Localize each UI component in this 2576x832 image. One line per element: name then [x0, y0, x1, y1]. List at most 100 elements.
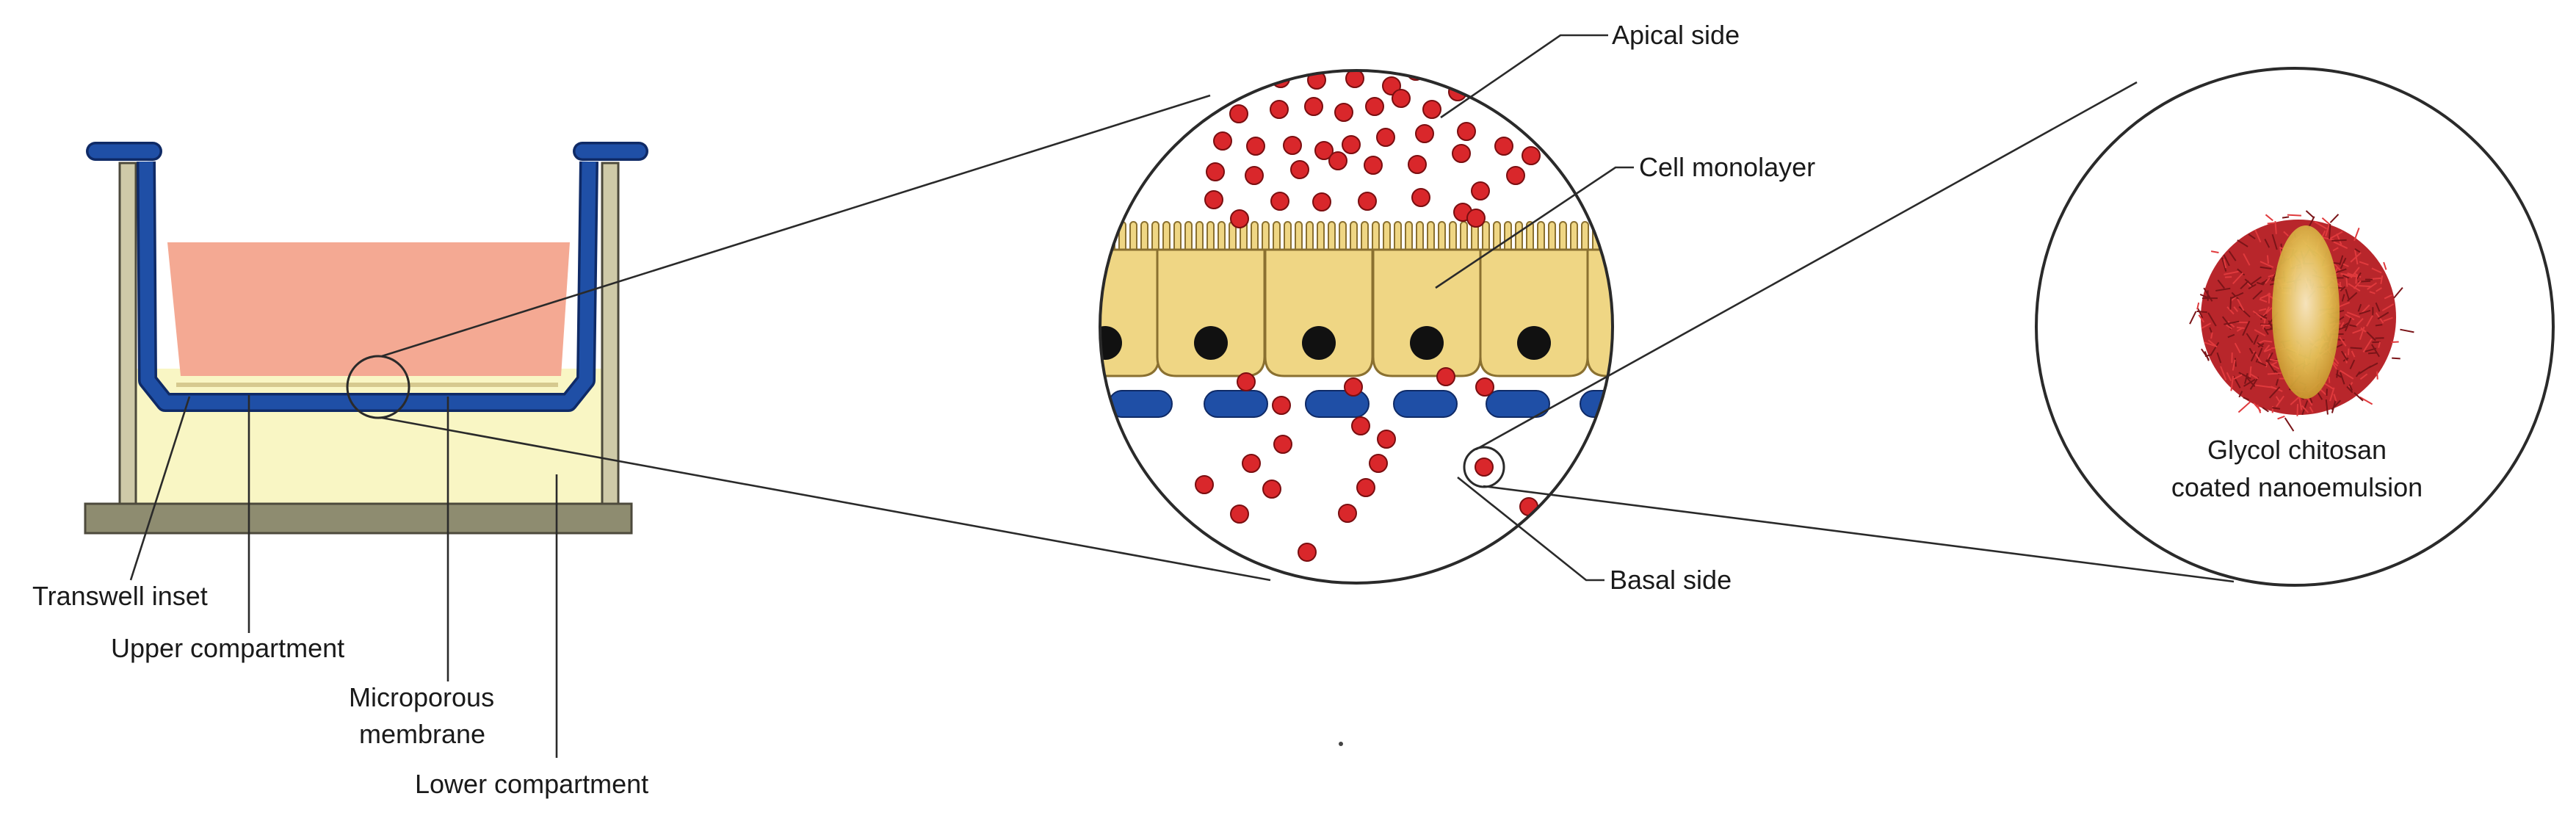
- particle: [1284, 137, 1301, 154]
- particle: [1364, 156, 1382, 174]
- shell-fiber: [2225, 277, 2232, 278]
- label-cell-monolayer: Cell monolayer: [1639, 152, 1815, 182]
- particle: [1273, 397, 1290, 414]
- particle: [1472, 182, 1489, 200]
- label-microporous-membrane-1: Microporous: [349, 682, 494, 712]
- membrane-pore: [1204, 391, 1267, 417]
- particle: [1416, 125, 1433, 142]
- membrane-pore: [1306, 391, 1369, 417]
- microvillus: [1615, 222, 1621, 258]
- particle: [1245, 167, 1263, 184]
- membrane-pore: [1109, 391, 1172, 417]
- particle: [1522, 147, 1540, 164]
- microvillus: [1604, 222, 1610, 258]
- plate-wall-left: [120, 163, 136, 505]
- particle: [1357, 479, 1375, 496]
- particle: [1346, 70, 1364, 87]
- membrane-pore: [1580, 391, 1643, 417]
- particle: [1335, 104, 1353, 121]
- shell-fiber: [2268, 223, 2274, 224]
- particle: [1520, 498, 1538, 516]
- particle: [1237, 373, 1255, 391]
- membrane-pore: [1394, 391, 1457, 417]
- shell-fiber: [2377, 372, 2378, 380]
- particle: [1242, 455, 1260, 472]
- particle: [1305, 98, 1323, 115]
- particle: [1377, 129, 1394, 146]
- shell-fiber: [2368, 352, 2377, 353]
- particle: [1270, 101, 1288, 118]
- particle: [1366, 98, 1383, 115]
- shell-fiber: [2351, 347, 2362, 348]
- particle: [1475, 458, 1493, 476]
- particle: [1352, 417, 1370, 435]
- cell-monolayer: [1052, 250, 1695, 376]
- shell-fiber: [2326, 388, 2327, 396]
- particle: [1378, 430, 1395, 448]
- label-apical-side: Apical side: [1612, 20, 1740, 50]
- particle: [1329, 152, 1347, 170]
- oil-core: [2272, 225, 2340, 399]
- particle: [1476, 378, 1494, 396]
- label-basal-side: Basal side: [1610, 565, 1732, 595]
- particle: [1408, 156, 1426, 173]
- shell-fiber: [2268, 373, 2282, 374]
- particle: [1412, 189, 1430, 206]
- plate-base: [85, 504, 632, 533]
- particle: [1495, 137, 1513, 155]
- label-microporous-membrane-2: membrane: [359, 719, 485, 749]
- stray-dot: [1339, 742, 1343, 746]
- plate-wall-right: [602, 163, 618, 505]
- label-nanoemulsion-2: coated nanoemulsion: [2171, 472, 2423, 502]
- particle: [1437, 368, 1455, 386]
- particle: [1291, 161, 1309, 178]
- cell-zoom-view: [1052, 62, 1695, 583]
- shell-fiber: [2392, 358, 2400, 359]
- particle: [1345, 378, 1362, 396]
- nucleus: [1088, 326, 1122, 360]
- particle: [1342, 136, 1360, 153]
- particle: [1423, 101, 1441, 118]
- shell-fiber: [2287, 215, 2301, 216]
- particle: [1230, 105, 1248, 123]
- nucleus: [1624, 326, 1658, 360]
- particle: [1231, 210, 1248, 228]
- particle: [1358, 192, 1376, 210]
- particle: [1214, 132, 1231, 150]
- particle: [1247, 137, 1265, 155]
- nanoemulsion-zoom-view: Glycol chitosan coated nanoemulsion: [2036, 68, 2553, 585]
- particle: [1298, 543, 1316, 561]
- particle: [1452, 145, 1470, 162]
- particle: [1313, 193, 1331, 211]
- nucleus: [1410, 326, 1444, 360]
- label-transwell-inset: Transwell inset: [32, 581, 208, 611]
- particle: [1507, 167, 1524, 184]
- particle: [1271, 192, 1289, 210]
- label-nanoemulsion-1: Glycol chitosan: [2207, 435, 2387, 465]
- nucleus: [1194, 326, 1228, 360]
- nucleus: [1517, 326, 1551, 360]
- shell-fiber: [2297, 404, 2298, 416]
- label-upper-compartment: Upper compartment: [111, 633, 344, 663]
- lower-compartment-medium: [133, 369, 602, 504]
- label-lower-compartment: Lower compartment: [415, 769, 648, 799]
- microvillus: [1097, 222, 1104, 258]
- shell-fiber: [2235, 358, 2236, 367]
- particle: [1263, 480, 1281, 498]
- shell-fiber: [2329, 224, 2330, 239]
- particle: [1195, 476, 1213, 493]
- particle: [1231, 505, 1248, 523]
- particle: [1467, 209, 1485, 227]
- particle: [1205, 191, 1223, 209]
- shell-fiber: [2196, 311, 2207, 312]
- particle: [1339, 504, 1356, 522]
- particle: [1370, 455, 1387, 472]
- particle: [1274, 435, 1292, 453]
- nucleus: [1302, 326, 1336, 360]
- particle: [1392, 90, 1410, 107]
- shell-fiber: [2230, 297, 2231, 309]
- shell-fiber: [2331, 240, 2346, 241]
- particle: [1458, 123, 1475, 140]
